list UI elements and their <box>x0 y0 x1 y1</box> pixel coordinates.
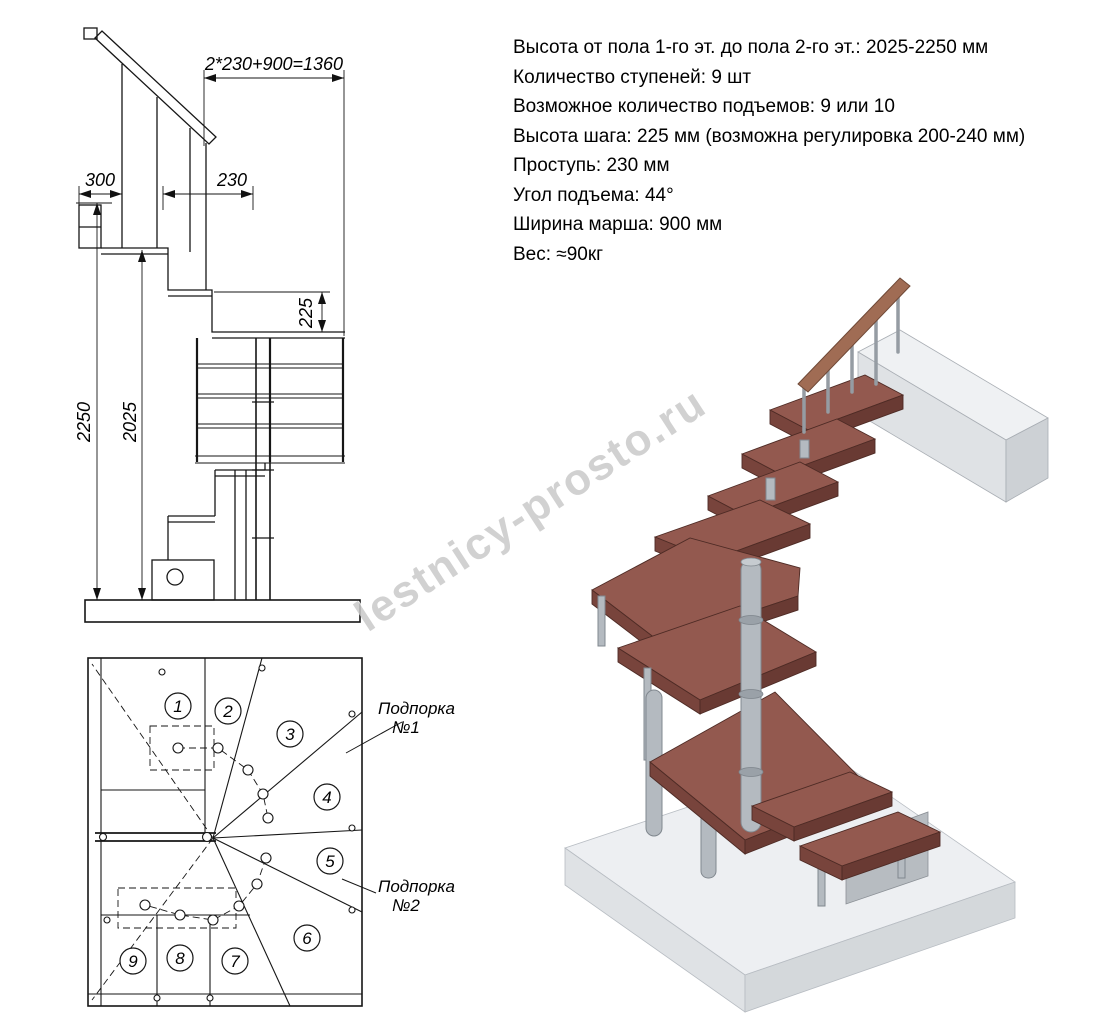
dimension-lines <box>76 70 345 600</box>
plan-step-9: 9 <box>119 947 147 975</box>
tread-spacer <box>799 439 810 459</box>
floor-slab-3d <box>564 757 1016 1013</box>
central-column-3d <box>738 557 764 833</box>
plan-drawing: 1 2 3 4 5 6 7 8 9 Подпорка №1 Подпорка №… <box>87 657 455 1007</box>
svg-text:3: 3 <box>285 725 295 744</box>
svg-text:Подпорка: Подпорка <box>378 699 455 718</box>
plan-structure <box>87 657 403 1007</box>
plan-step-5: 5 <box>316 847 344 875</box>
construction-lines <box>91 663 269 1001</box>
plan-step-3: 3 <box>276 720 304 748</box>
svg-text:6: 6 <box>302 929 312 948</box>
plan-step-7: 7 <box>221 947 249 975</box>
spec-line-width: Ширина марша: 900 мм <box>513 214 723 235</box>
elevation-drawing: 2*230+900=1360 300 230 225 2250 2025 <box>74 27 361 623</box>
svg-text:8: 8 <box>175 949 185 968</box>
handrail-elevation <box>94 30 217 145</box>
spec-line-rises: Возможное количество подъемов: 9 или 10 <box>513 96 895 117</box>
spec-line-angle: Угол подъема: 44° <box>513 184 674 206</box>
svg-text:№1: №1 <box>392 718 420 737</box>
svg-text:1: 1 <box>173 697 182 716</box>
elevation-structure <box>78 27 361 623</box>
support-label-2: Подпорка №2 <box>378 877 455 915</box>
floor-slab-elevation <box>84 599 361 623</box>
bolt-circles <box>103 664 356 1002</box>
spec-line-steps: Количество ступеней: 9 шт <box>513 66 752 88</box>
handrail-bracket <box>83 27 98 40</box>
dim-height-min: 2025 <box>120 401 140 443</box>
plan-step-1: 1 <box>164 692 192 720</box>
plan-step-6: 6 <box>293 924 321 952</box>
svg-text:5: 5 <box>325 852 335 871</box>
dim-height-max: 2250 <box>74 402 94 443</box>
staircase-3d-render <box>564 277 1049 1013</box>
tread-2 <box>750 771 894 842</box>
spec-line-step-height: Высота шага: 225 мм (возможна регулировк… <box>513 125 1026 147</box>
svg-text:№2: №2 <box>392 896 420 915</box>
dim-overhang: 300 <box>85 170 115 190</box>
outer-spacer <box>597 595 606 647</box>
plan-step-4: 4 <box>313 783 341 811</box>
tread-spacer <box>765 477 776 501</box>
svg-text:2: 2 <box>222 702 233 721</box>
plan-step-8: 8 <box>166 944 194 972</box>
plan-step-numbers: 1 2 3 4 5 6 7 8 9 <box>119 692 344 975</box>
plan-step-2: 2 <box>214 697 242 725</box>
support-label-1: Подпорка №1 <box>378 699 455 737</box>
tread-1 <box>798 811 942 881</box>
dim-tread-depth: 230 <box>216 170 247 190</box>
dim-total-width: 2*230+900=1360 <box>204 54 343 74</box>
svg-text:7: 7 <box>230 952 240 971</box>
svg-text:Подпорка: Подпорка <box>378 877 455 896</box>
upper-landing-beam <box>857 329 1049 503</box>
dim-rise-height: 225 <box>296 297 316 329</box>
spec-line-weight: Вес: ≈90кг <box>513 243 604 265</box>
specs-block: Высота от пола 1-го эт. до пола 2-го эт.… <box>513 33 1025 269</box>
handrail-3d <box>797 277 911 393</box>
spec-line-height: Высота от пола 1-го эт. до пола 2-го эт.… <box>513 37 989 58</box>
spec-line-tread: Проступь: 230 мм <box>513 155 670 176</box>
svg-text:4: 4 <box>322 788 331 807</box>
svg-text:9: 9 <box>128 952 138 971</box>
central-column-elevation <box>255 338 271 600</box>
balusters <box>802 292 900 434</box>
